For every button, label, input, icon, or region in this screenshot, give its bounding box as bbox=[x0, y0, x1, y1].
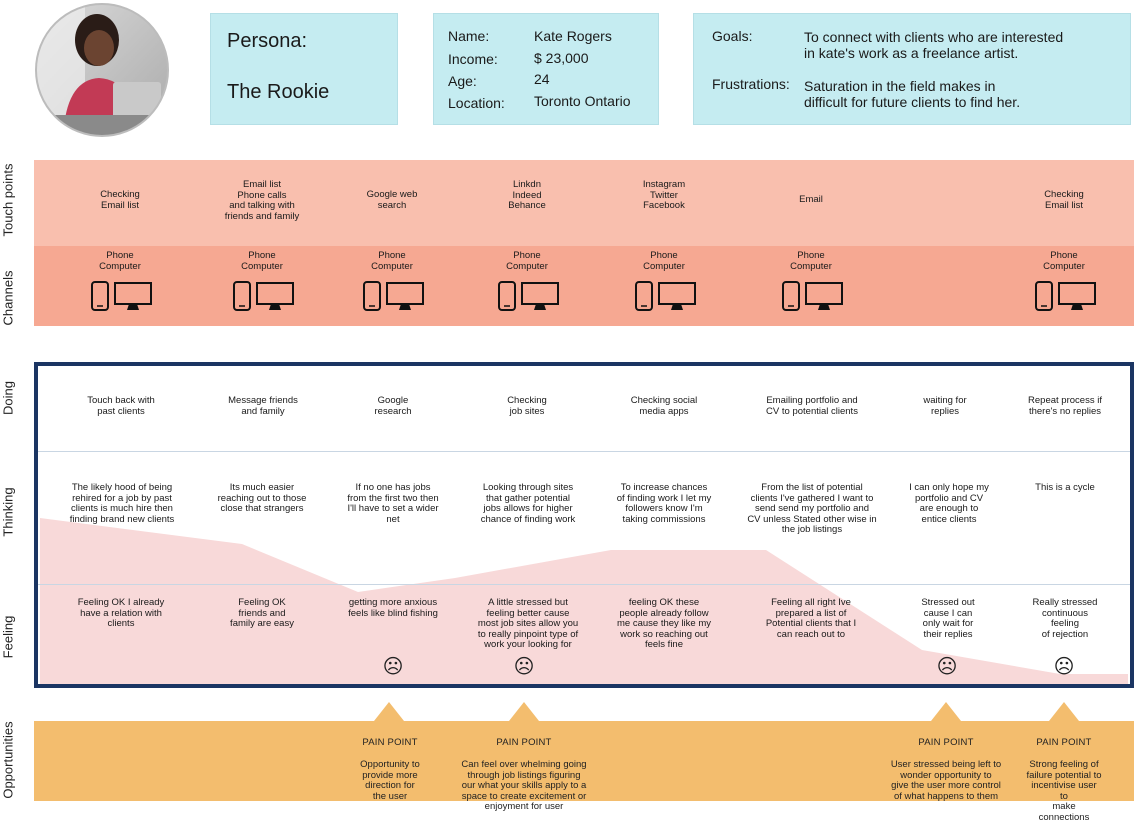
touch-point: Google web search bbox=[366, 189, 418, 211]
profile-card: Name: Kate Rogers Income: $ 23,000 Age: … bbox=[433, 13, 659, 125]
row-label-feeling-text: Feeling bbox=[0, 615, 16, 659]
channel: Phone Computer bbox=[1043, 250, 1085, 272]
emotion-curve bbox=[40, 518, 1128, 684]
row-label-touch-points-text: Touch points bbox=[0, 163, 16, 237]
pain-point: PAIN POINT Can feel over whelming going t… bbox=[461, 727, 586, 813]
persona-name: The Rookie bbox=[227, 81, 330, 103]
name-value: Kate Rogers bbox=[534, 28, 612, 44]
touch-point: Email bbox=[799, 194, 823, 205]
row-label-channels-text: Channels bbox=[0, 270, 16, 326]
pain-point: PAIN POINT User stressed being left to wo… bbox=[891, 727, 1001, 802]
pain-point: PAIN POINT Strong feeling of failure pote… bbox=[1027, 727, 1102, 823]
touch-point: Instagram Twitter Facebook bbox=[642, 179, 686, 211]
touch-point: Email list Phone calls and talking with … bbox=[224, 179, 300, 222]
location-label: Location: bbox=[448, 95, 505, 111]
doing-item: Google research bbox=[374, 395, 412, 417]
phone-computer-icon bbox=[363, 281, 424, 311]
doing-item: Message friends and family bbox=[228, 395, 298, 417]
feeling-item: Feeling all right Ive prepared a list of… bbox=[765, 597, 857, 640]
goals-label: Goals: bbox=[712, 28, 753, 44]
channel: Phone Computer bbox=[643, 250, 685, 272]
thinking-item: I can only hope my portfolio and CV are … bbox=[909, 482, 989, 525]
feeling-item: Stressed out cause I can only wait for t… bbox=[921, 597, 975, 640]
channels-band bbox=[34, 246, 1134, 326]
touch-points-band bbox=[34, 160, 1134, 246]
doing-item: waiting for replies bbox=[923, 395, 967, 417]
goals-line-2: in kate's work as a freelance artist. bbox=[804, 45, 1019, 61]
pain-point-title: PAIN POINT bbox=[918, 736, 974, 748]
doing-item: Emailing portfolio and CV to potential c… bbox=[766, 395, 858, 417]
doing-item: Checking social media apps bbox=[630, 395, 698, 417]
phone-computer-icon bbox=[498, 281, 559, 311]
sad-face-icon: ☹ bbox=[1053, 656, 1075, 678]
feeling-item: getting more anxious feels like blind fi… bbox=[348, 597, 438, 619]
persona-card: Persona: The Rookie bbox=[210, 13, 398, 125]
avatar bbox=[35, 0, 170, 140]
phone-computer-icon bbox=[91, 281, 152, 311]
thinking-item: This is a cycle bbox=[1035, 482, 1095, 493]
row-label-thinking-text: Thinking bbox=[0, 487, 16, 537]
income-value: $ 23,000 bbox=[534, 50, 589, 66]
income-label: Income: bbox=[448, 51, 498, 67]
age-value: 24 bbox=[534, 71, 550, 87]
pain-point: PAIN POINT Opportunity to provide more di… bbox=[360, 727, 420, 802]
name-label: Name: bbox=[448, 28, 490, 44]
channel: Phone Computer bbox=[790, 250, 832, 272]
pain-point-title: PAIN POINT bbox=[1036, 736, 1092, 748]
sad-face-icon: ☹ bbox=[513, 656, 535, 678]
pain-point-text: Opportunity to provide more direction fo… bbox=[360, 759, 420, 802]
doing-item: Repeat process if there's no replies bbox=[1028, 395, 1102, 417]
thinking-item: If no one has jobs from the first two th… bbox=[347, 482, 439, 525]
channel: Phone Computer bbox=[506, 250, 548, 272]
phone-computer-icon bbox=[1035, 281, 1096, 311]
thinking-item: The likely hood of being rehired for a j… bbox=[69, 482, 175, 525]
goals-card: Goals: To connect with clients who are i… bbox=[693, 13, 1131, 125]
thinking-item: Its much easier reaching out to those cl… bbox=[217, 482, 307, 514]
pain-point-title: PAIN POINT bbox=[362, 736, 418, 748]
channel: Phone Computer bbox=[371, 250, 413, 272]
touch-point: Checking Email list bbox=[1044, 189, 1084, 211]
location-value: Toronto Ontario bbox=[534, 93, 631, 109]
phone-computer-icon bbox=[782, 281, 843, 311]
row-label-doing-text: Doing bbox=[0, 381, 16, 415]
thinking-item: To increase chances of finding work I le… bbox=[616, 482, 712, 525]
row-label-opportunities-text: Opportunities bbox=[0, 721, 16, 799]
thinking-item: From the list of potential clients I've … bbox=[747, 482, 877, 535]
persona-label: Persona: bbox=[227, 30, 308, 52]
journey-frame bbox=[34, 362, 1134, 688]
feeling-item: Really stressed continuous feeling of re… bbox=[1032, 597, 1098, 640]
channel: Phone Computer bbox=[241, 250, 283, 272]
thinking-item: Looking through sites that gather potent… bbox=[480, 482, 576, 525]
pain-point-text: Strong feeling of failure potential to i… bbox=[1026, 759, 1102, 823]
opportunities-band bbox=[34, 702, 1134, 801]
phone-computer-icon bbox=[233, 281, 294, 311]
feeling-item: feeling OK these people already follow m… bbox=[617, 597, 711, 650]
pain-point-title: PAIN POINT bbox=[496, 736, 552, 748]
phone-computer-icon bbox=[635, 281, 696, 311]
doing-item: Checking job sites bbox=[507, 395, 547, 417]
feeling-item: Feeling OK I already have a relation wit… bbox=[77, 597, 165, 629]
sad-face-icon: ☹ bbox=[382, 656, 404, 678]
channel: Phone Computer bbox=[99, 250, 141, 272]
frustrations-line-1: Saturation in the field makes in bbox=[804, 78, 996, 94]
divider-feeling bbox=[38, 584, 1130, 585]
divider-thinking bbox=[38, 451, 1130, 452]
age-label: Age: bbox=[448, 73, 477, 89]
frustrations-line-2: difficult for future clients to find her… bbox=[804, 94, 1021, 110]
feeling-item: A little stressed but feeling better cau… bbox=[477, 597, 579, 650]
pain-point-text: User stressed being left to wonder oppor… bbox=[890, 759, 1002, 802]
frustrations-label: Frustrations: bbox=[712, 76, 790, 92]
touch-point: Checking Email list bbox=[100, 189, 140, 211]
pain-point-text: Can feel over whelming going through job… bbox=[461, 759, 587, 812]
feeling-item: Feeling OK friends and family are easy bbox=[230, 597, 294, 629]
doing-item: Touch back with past clients bbox=[87, 395, 155, 417]
sad-face-icon: ☹ bbox=[936, 656, 958, 678]
goals-line-1: To connect with clients who are interest… bbox=[804, 29, 1064, 45]
touch-point: Linkdn Indeed Behance bbox=[508, 179, 546, 211]
